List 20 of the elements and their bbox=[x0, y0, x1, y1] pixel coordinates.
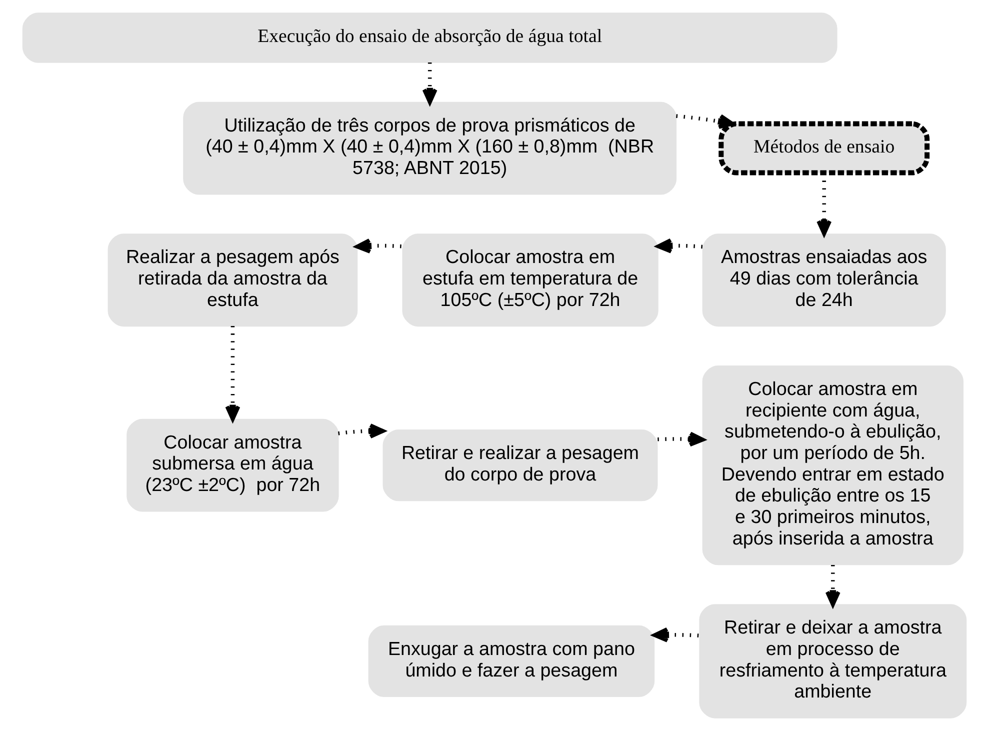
node-box: Utilização de três corpos de prova prismáticos de (40 ± 0,4)mm X (40 ± 0,4)mm X (160 ± 0,8)mm (NBR 5738; ABNT 2015) bbox=[183, 102, 677, 195]
node-box: Execução do ensaio de absorção de água total bbox=[22, 12, 838, 63]
node-box: Retirar e realizar a pesagem do corpo de prova bbox=[382, 430, 658, 502]
node-box: Amostras ensaiadas aos 49 dias com tolerância de 24h bbox=[702, 234, 946, 327]
node-box: Enxugar a amostra com pano úmido e fazer a pesagem bbox=[368, 625, 655, 697]
node-box: Colocar amostra em estufa em temperatura de 105ºC (±5ºC) por 72h bbox=[402, 234, 658, 327]
arrow bbox=[338, 423, 385, 439]
arrow bbox=[422, 62, 438, 104]
arrow bbox=[825, 564, 840, 606]
node-box: Colocar amostra em recipiente com água, submetendo-o à ebulição, por um período de 5h. Devendo entrar em estado de ebulição entre os 15 e 30 primeiros minutos, após inserida a amostra bbox=[702, 366, 964, 566]
arrow bbox=[656, 238, 703, 254]
arrow bbox=[355, 238, 403, 254]
node-box: Retirar e deixar a amostra em processo de resfriamento à temperatura ambiente bbox=[699, 604, 967, 718]
arrow bbox=[676, 114, 734, 129]
node-box: Realizar a pesagem após retirada da amostra da estufa bbox=[108, 234, 358, 327]
arrow bbox=[652, 627, 700, 642]
arrow bbox=[658, 432, 705, 447]
node-box: Métodos de ensaio bbox=[718, 121, 930, 176]
node-box: Colocar amostra submersa em água (23ºC ±2ºC) por 72h bbox=[126, 418, 339, 512]
arrow bbox=[225, 326, 240, 422]
